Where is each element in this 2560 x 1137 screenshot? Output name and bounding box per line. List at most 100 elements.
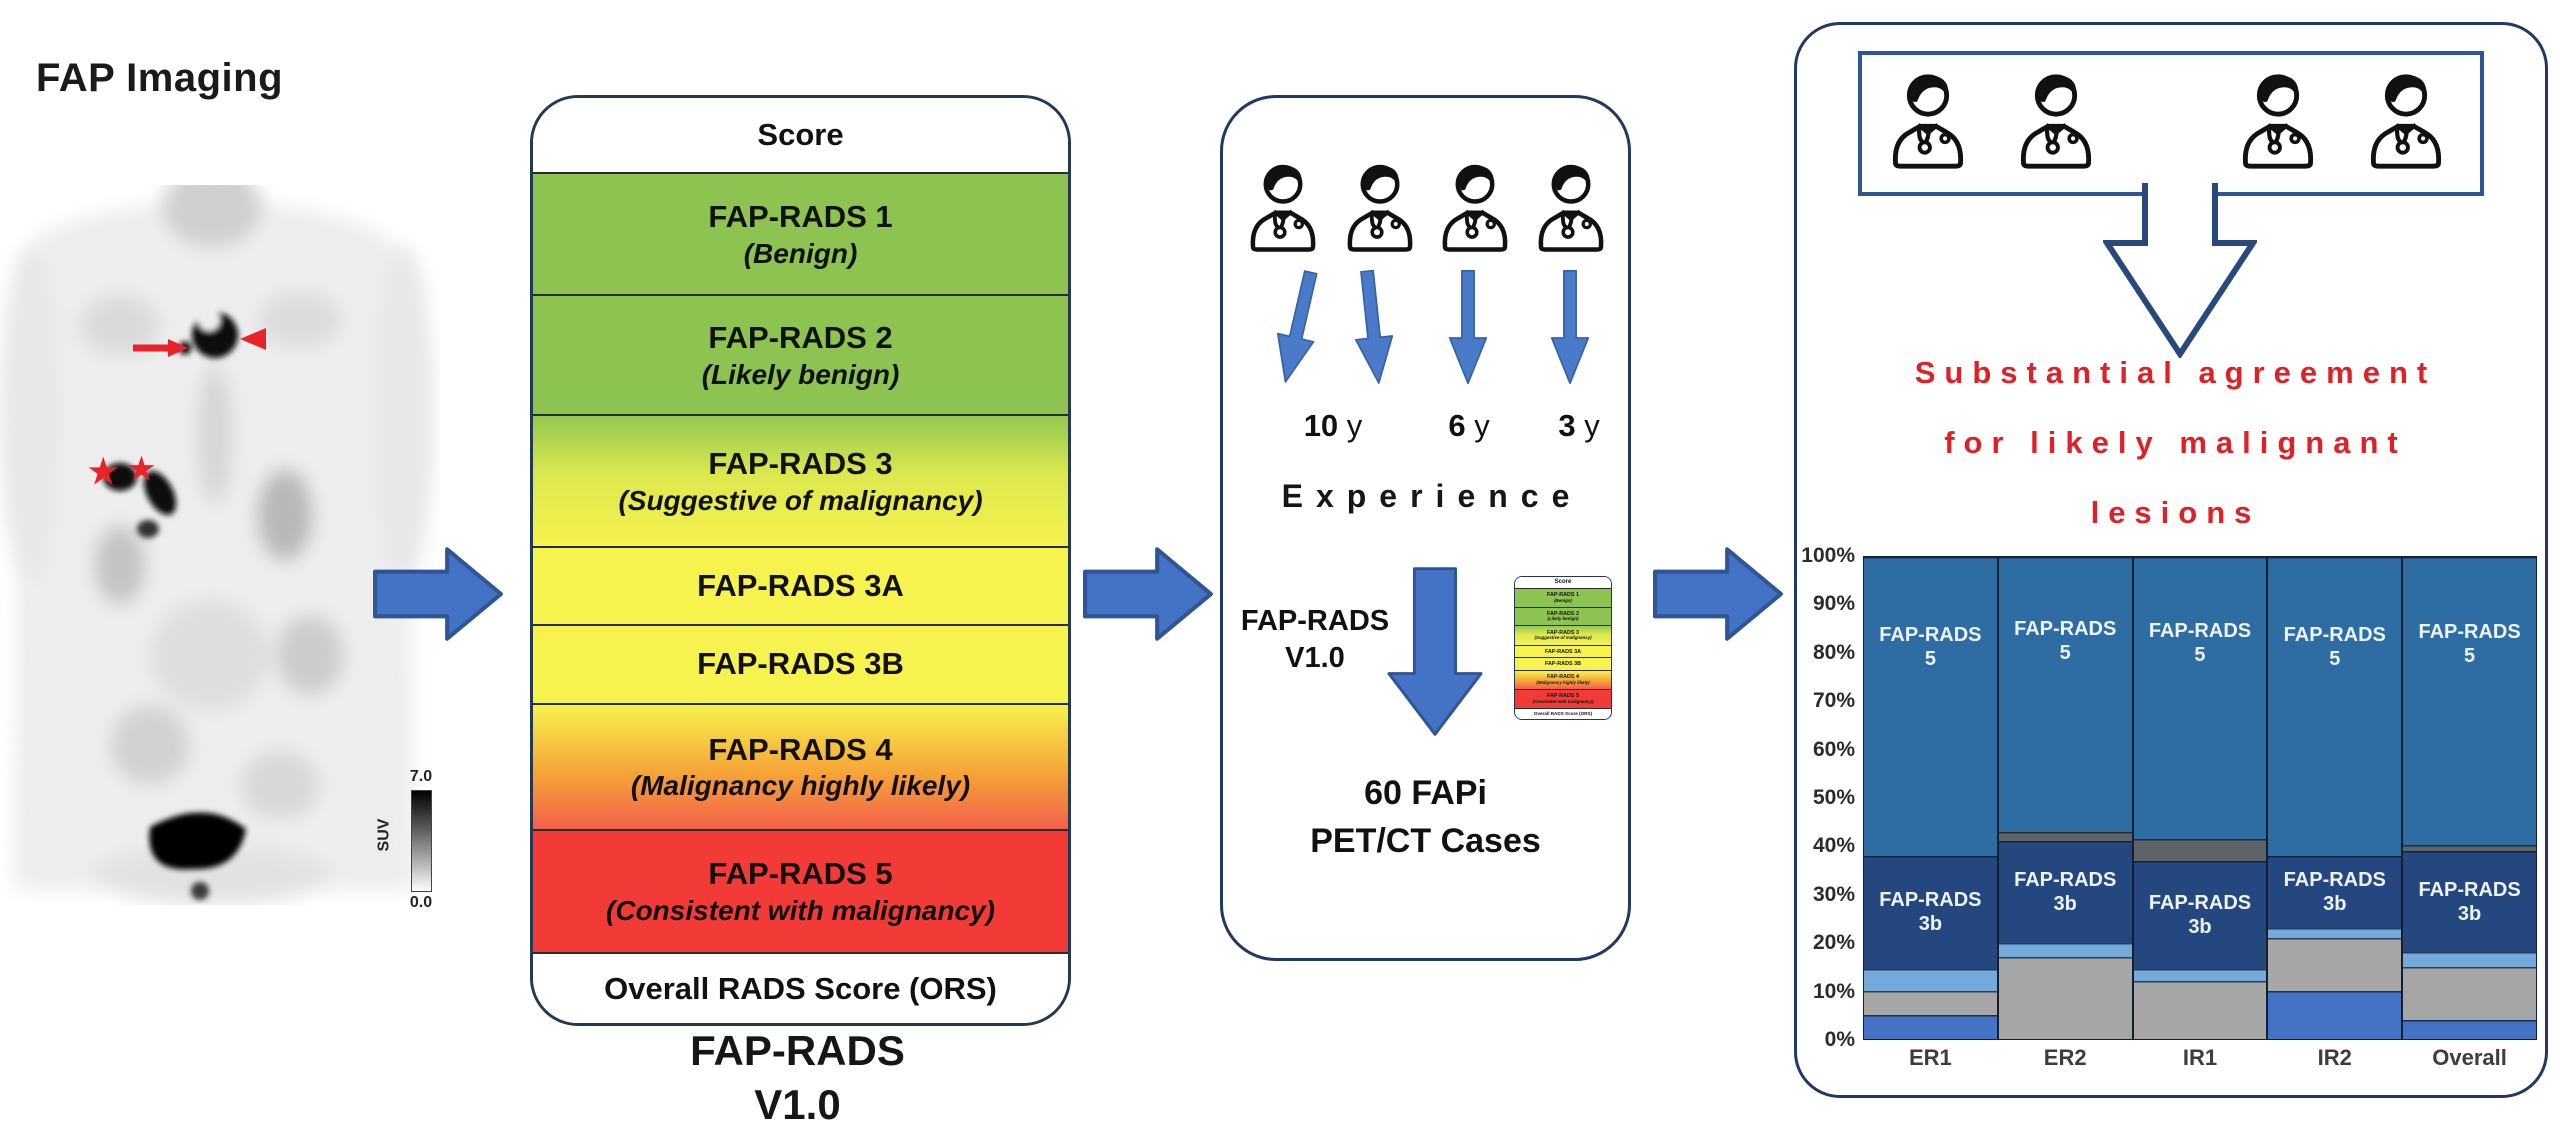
stacked-bar-ir2: FAP-RADS 3b FAP-RADS 5 bbox=[2267, 556, 2403, 1040]
headline-line-1: Substantial agreement bbox=[1914, 355, 2437, 390]
y-axis: 0%10%20%30%40%50%60%70%80%90%100% bbox=[1797, 544, 1855, 1051]
panel-title: FAP Imaging bbox=[36, 56, 284, 100]
score-row-subtitle: (Consistent with malignancy) bbox=[606, 894, 995, 926]
suv-colorbar: 7.0 0.0 SUV bbox=[375, 768, 460, 918]
bar-segment-other-score-darkgray bbox=[2403, 844, 2536, 852]
bar-segment-other-score-lightblue bbox=[2133, 969, 2267, 982]
caption-line-1: FAP-RADS bbox=[690, 1027, 905, 1074]
score-row-title: FAP-RADS 4 bbox=[1546, 674, 1580, 681]
score-row-subtitle: (Malignancy highly likely) bbox=[1536, 679, 1590, 685]
score-row-subtitle: (Malignancy highly likely) bbox=[630, 770, 971, 802]
y-tick-label: 20% bbox=[1812, 931, 1855, 955]
results-panel: Substantial agreement for likely maligna… bbox=[1794, 22, 2548, 1098]
bar-segment-other-score-gray bbox=[2268, 937, 2402, 991]
score-row: FAP-RADS 5(Consistent with malignancy) bbox=[533, 828, 1068, 953]
doctor-icon bbox=[1332, 156, 1428, 256]
suv-gradient-bar bbox=[411, 790, 432, 892]
bar-segment-other-score-lightblue bbox=[2268, 928, 2402, 938]
score-row: FAP-RADS 2(Likely benign) bbox=[533, 294, 1068, 415]
score-row-title: FAP-RADS 2 bbox=[708, 320, 893, 356]
bar-segment-fap-rads-3b: FAP-RADS 3b bbox=[2133, 860, 2267, 970]
bar-segment-fap-rads-5: FAP-RADS 5 bbox=[1864, 557, 1997, 856]
cases-line-2: PET/CT Cases bbox=[1310, 822, 1541, 860]
score-row: FAP-RADS 1(Benign) bbox=[533, 171, 1068, 295]
suv-axis-label: SUV bbox=[375, 818, 393, 852]
bar-segment-other-score-gray bbox=[2403, 966, 2536, 1020]
bar-segment-other-score-darkgray bbox=[2133, 839, 2267, 861]
down-arrow-icon bbox=[1346, 268, 1400, 387]
bar-segment-other-score-darkgray bbox=[1998, 831, 2132, 842]
experience-years-3: 3 y bbox=[1558, 408, 1600, 443]
score-row: FAP-RADS 2(Likely benign) bbox=[1515, 606, 1611, 626]
score-row-title: FAP-RADS 3B bbox=[697, 646, 904, 682]
bar-segment-fap-rads-3b: FAP-RADS 3b bbox=[1864, 855, 1997, 970]
score-row-title: FAP-RADS 3B bbox=[1545, 660, 1581, 667]
score-row-title: FAP-RADS 4 bbox=[708, 731, 893, 767]
score-row-title: FAP-RADS 5 bbox=[708, 856, 893, 892]
down-arrow-icon bbox=[1549, 270, 1591, 385]
score-row-title: FAP-RADS 3A bbox=[697, 567, 904, 603]
score-row: FAP-RADS 3A bbox=[1515, 645, 1611, 658]
flow-arrow-right-icon bbox=[1652, 543, 1784, 645]
svg-text:★: ★ bbox=[88, 453, 118, 491]
down-arrow-icon bbox=[1265, 267, 1332, 389]
score-row: FAP-RADS 3(Suggestive of malignancy) bbox=[1515, 625, 1611, 646]
bar-segment-label: FAP-RADS 5 bbox=[2148, 620, 2252, 667]
score-row: FAP-RADS 3B bbox=[1515, 657, 1611, 670]
score-row-subtitle: (Suggestive of malignancy) bbox=[618, 484, 983, 516]
bar-segment-fap-rads-3b: FAP-RADS 3b bbox=[1998, 841, 2132, 943]
score-row-title: FAP-RADS 3 bbox=[1546, 629, 1580, 636]
score-row-title: FAP-RADS 2 bbox=[1546, 610, 1580, 617]
score-row-subtitle: (Consistent with malignancy) bbox=[1532, 698, 1594, 704]
x-axis-label: IR1 bbox=[2182, 1045, 2218, 1070]
y-tick-label: 50% bbox=[1812, 786, 1855, 809]
score-row: FAP-RADS 1(Benign) bbox=[1515, 587, 1611, 607]
bar-segment-label: FAP-RADS 5 bbox=[2283, 623, 2386, 670]
score-row: FAP-RADS 3(Suggestive of malignancy) bbox=[533, 414, 1068, 546]
bar-segment-label: FAP-RADS 3b bbox=[2014, 869, 2117, 915]
y-tick-label: 0% bbox=[1824, 1028, 1855, 1051]
experience-years-2: 6 y bbox=[1448, 408, 1490, 443]
x-axis-label: ER2 bbox=[2043, 1045, 2087, 1070]
bar-segment-other-score-gray bbox=[1864, 990, 1997, 1015]
bar-segment-label: FAP-RADS 5 bbox=[2014, 618, 2117, 665]
y-tick-label: 80% bbox=[1812, 640, 1855, 664]
bar-segment-other-score-lightblue bbox=[1998, 942, 2132, 958]
bar-segment-fap-rads-5: FAP-RADS 5 bbox=[2403, 557, 2536, 845]
bar-segment-other-score-blue bbox=[2268, 990, 2402, 1039]
score-table-caption: FAP-RADS V1.0 bbox=[530, 1024, 1065, 1132]
flow-arrow-right-icon bbox=[1082, 543, 1214, 645]
big-down-arrow-icon bbox=[1386, 566, 1484, 738]
score-row: FAP-RADS 3A bbox=[533, 545, 1068, 625]
doctor-icon bbox=[1523, 156, 1619, 256]
score-row-subtitle: (Likely benign) bbox=[701, 358, 900, 390]
svg-text:★: ★ bbox=[128, 453, 155, 486]
fap-rads-version-label: FAP-RADS V1.0 bbox=[1240, 605, 1390, 674]
y-tick-label: 90% bbox=[1812, 592, 1855, 616]
headline-line-3: lesions bbox=[2090, 495, 2261, 530]
y-tick-label: 100% bbox=[1801, 544, 1855, 567]
score-row: FAP-RADS 3B bbox=[533, 624, 1068, 703]
score-row-subtitle: (Benign) bbox=[1554, 597, 1572, 603]
stacked-bar-ir1: FAP-RADS 3b FAP-RADS 5 bbox=[2132, 556, 2268, 1040]
caption-line-2: V1.0 bbox=[754, 1081, 841, 1128]
score-table-footer: Overall RADS Score (ORS) bbox=[533, 952, 1068, 1023]
doctor-icon bbox=[1427, 156, 1523, 256]
stacked-bar-er2: FAP-RADS 3b FAP-RADS 5 bbox=[1997, 556, 2133, 1040]
x-axis-label: IR2 bbox=[2317, 1045, 2352, 1070]
score-row-subtitle: (Benign) bbox=[743, 237, 858, 269]
score-row: FAP-RADS 5(Consistent with malignancy) bbox=[1515, 688, 1611, 708]
bar-segment-label: FAP-RADS 3b bbox=[2283, 869, 2386, 916]
bar-segment-other-score-lightblue bbox=[2403, 952, 2536, 967]
experience-label: Experience bbox=[1281, 478, 1583, 514]
score-row: FAP-RADS 4(Malignancy highly likely) bbox=[1515, 669, 1611, 689]
score-table-header: Score bbox=[533, 98, 1068, 172]
bar-segment-other-score-gray bbox=[2133, 981, 2267, 1039]
score-row-title: FAP-RADS 1 bbox=[1546, 592, 1580, 599]
y-tick-label: 40% bbox=[1812, 834, 1855, 858]
score-row-title: FAP-RADS 5 bbox=[1546, 693, 1580, 700]
score-row-subtitle: (Suggestive of malignancy) bbox=[1534, 635, 1592, 641]
